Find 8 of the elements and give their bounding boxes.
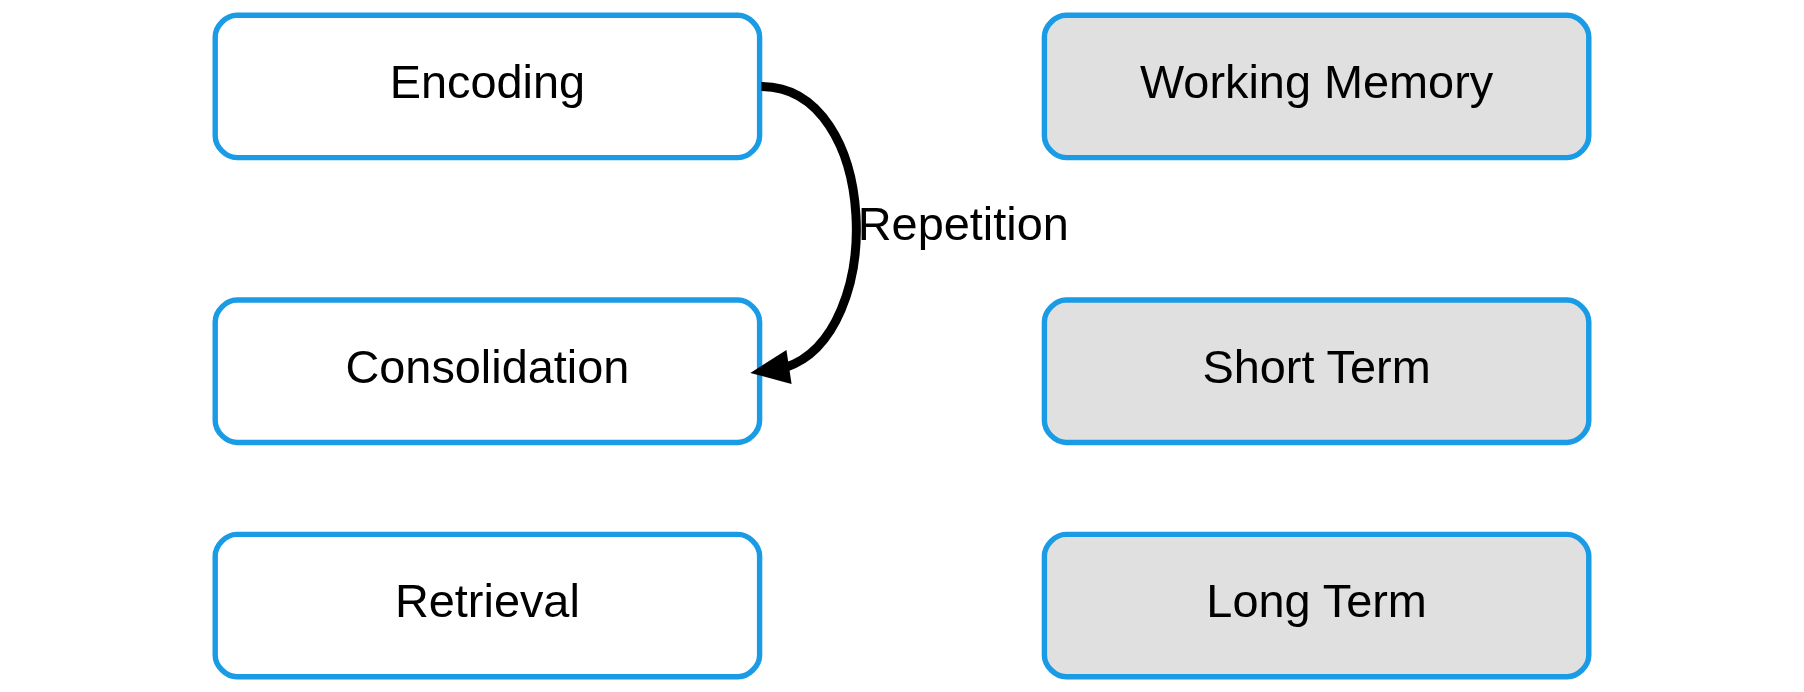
node-box: Short Term	[1041, 297, 1592, 446]
node-box: Long Term	[1041, 531, 1592, 680]
edge-label: Repetition	[857, 198, 1069, 251]
arrow	[750, 82, 861, 384]
node-box: Retrieval	[212, 531, 763, 680]
node-box: Consolidation	[212, 297, 763, 446]
node-box: Encoding	[212, 12, 763, 161]
node-box: Working Memory	[1041, 12, 1592, 161]
